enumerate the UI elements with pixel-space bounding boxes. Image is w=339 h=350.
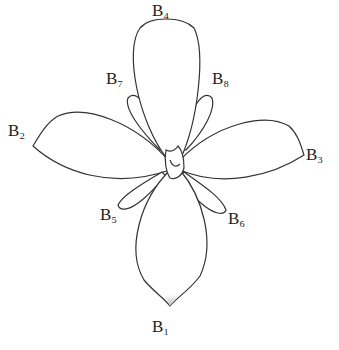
- part-label: B₄: [152, 2, 169, 19]
- part-label: B₆: [228, 210, 245, 227]
- part-label: B₅: [100, 206, 117, 223]
- part-label: B₈: [212, 70, 229, 87]
- flower-centre-detail: [170, 160, 180, 166]
- part-label: B₂: [8, 122, 25, 139]
- petal: [133, 19, 199, 160]
- part-label: B₇: [106, 70, 123, 87]
- flower-centre: [165, 146, 184, 179]
- part-label: B₃: [306, 146, 323, 163]
- petal: [136, 170, 207, 306]
- part-label: B₁: [152, 318, 169, 335]
- petal-tip-shade: [158, 287, 186, 306]
